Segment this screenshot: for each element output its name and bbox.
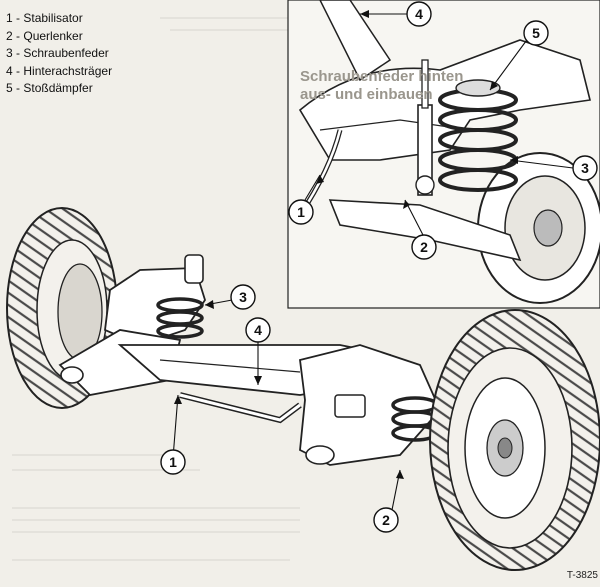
callout-stabilizer-detail: 1 <box>297 204 305 220</box>
legend: 1 - Stabilisator 2 - Querlenker 3 - Schr… <box>6 10 112 98</box>
figure-code: T-3825 <box>566 570 598 581</box>
leader-arrowheads <box>174 10 518 479</box>
callout-axle-carrier-main: 4 <box>254 322 262 338</box>
legend-item-control-arm: 2 - Querlenker <box>6 28 83 43</box>
leader-lines <box>172 13 574 521</box>
left-coil-spring <box>156 297 204 339</box>
legend-item-axle-carrier: 4 - Hinterachsträger <box>6 63 113 78</box>
callout-coil-spring-detail: 3 <box>581 160 589 176</box>
legend-item-stabilizer: 1 - Stabilisator <box>6 11 83 25</box>
main-assembly <box>6 207 600 571</box>
callout-stabilizer-main: 1 <box>169 454 177 470</box>
background-heading-line-2: aus- und einbauen <box>300 86 433 103</box>
callout-axle-carrier-detail: 4 <box>415 6 423 22</box>
callout-coil-spring-main: 3 <box>239 289 247 305</box>
detail-view <box>287 0 600 309</box>
legend-item-coil-spring: 3 - Schraubenfeder <box>6 46 109 60</box>
legend-item-shock-absorber: 5 - Stoßdämpfer <box>6 81 93 95</box>
callout-control-arm-detail: 2 <box>420 239 428 255</box>
background-heading-line-1: Schraubenfeder hinten <box>300 68 464 85</box>
callout-circles <box>160 1 598 533</box>
callout-control-arm-main: 2 <box>382 512 390 528</box>
callout-shock-absorber-detail: 5 <box>532 25 540 41</box>
callout-numbers: 1 2 3 4 5 1 2 3 4 <box>169 6 589 528</box>
